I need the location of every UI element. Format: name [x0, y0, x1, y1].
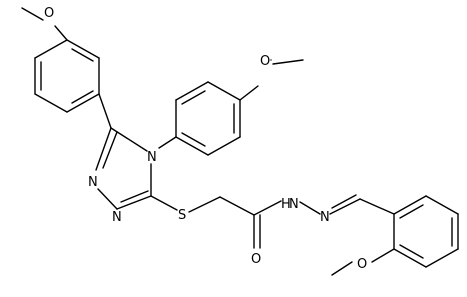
side-chain	[150, 194, 361, 249]
methoxyphenyl-right	[158, 59, 304, 156]
atom-label-nh-hydrazide-n: N	[289, 197, 299, 212]
methoxyphenyl-left	[21, 7, 112, 129]
atom-label-n-imine: N	[320, 210, 330, 225]
methoxyphenyl-bottom	[331, 195, 459, 276]
triazole-ring	[95, 127, 152, 210]
atom-label-group: O O N N N S H N N O O	[44, 6, 367, 272]
atom-label-o-bottom: O	[357, 257, 367, 272]
atom-label-n-ring-left-2: N	[112, 210, 122, 225]
atom-label-o-carbonyl: O	[251, 252, 261, 267]
atom-label-nh-hydrazide-h: H	[281, 197, 291, 212]
atom-label-n-ring-left-1: N	[88, 175, 98, 190]
atom-label-s-thioether: S	[178, 208, 186, 223]
atom-label-n-ring-top: N	[147, 150, 157, 165]
atom-label-o-top-right: O	[260, 54, 270, 69]
atom-label-o-top-left: O	[44, 6, 54, 21]
